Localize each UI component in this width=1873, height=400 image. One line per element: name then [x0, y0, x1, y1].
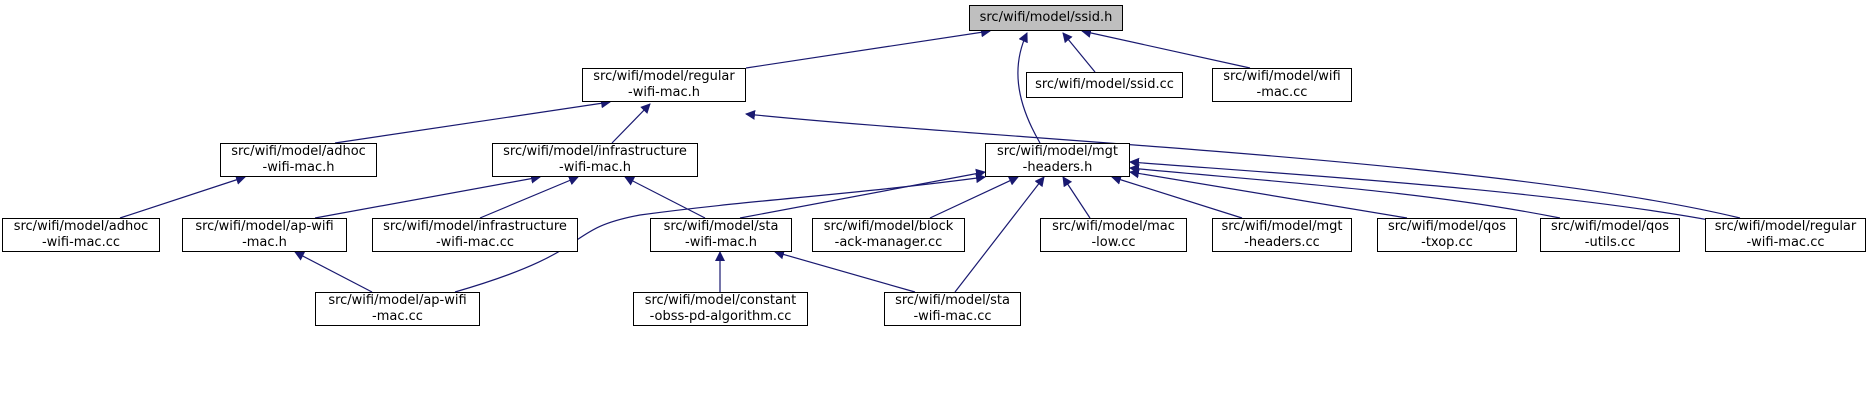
- edge-sta-cc-to-sta-h: [774, 249, 916, 293]
- node-mgt-headers-h[interactable]: src/wifi/model/mgt -headers.h: [985, 143, 1130, 177]
- edge-ap-h-to-infra-h: [314, 173, 541, 219]
- node-ap-wifi-mac-cc[interactable]: src/wifi/model/ap-wifi -mac.cc: [315, 292, 480, 326]
- edge-regular-cc-to-regular-h: [745, 109, 1741, 219]
- node-qos-txop-cc[interactable]: src/wifi/model/qos -txop.cc: [1377, 218, 1517, 252]
- node-regular-wifi-mac-cc[interactable]: src/wifi/model/regular -wifi-mac.cc: [1705, 218, 1866, 252]
- edge-adhoc-h-to-regular-h: [334, 98, 611, 144]
- edge-sta-h-to-mgt-h: [739, 168, 986, 219]
- node-ssid-cc[interactable]: src/wifi/model/ssid.cc: [1026, 72, 1183, 98]
- edge-maclow-cc-to-mgt-h: [1062, 176, 1091, 219]
- edge-mgt-cc-to-mgt-h: [1111, 174, 1243, 219]
- node-regular-wifi-mac-h[interactable]: src/wifi/model/regular -wifi-mac.h: [582, 68, 746, 102]
- edge-regular-h-to-ssid-h: [745, 27, 991, 69]
- edge-infra-h-to-regular-h: [611, 103, 651, 144]
- node-sta-wifi-mac-cc[interactable]: src/wifi/model/sta -wifi-mac.cc: [884, 292, 1021, 326]
- edge-ap-cc-to-mgt-h: [454, 173, 986, 293]
- node-block-ack-manager-cc[interactable]: src/wifi/model/block -ack-manager.cc: [812, 218, 965, 252]
- node-wifi-mac-cc[interactable]: src/wifi/model/wifi -mac.cc: [1212, 68, 1352, 102]
- node-infrastructure-wifi-mac-h[interactable]: src/wifi/model/infrastructure -wifi-mac.…: [492, 143, 698, 177]
- node-sta-wifi-mac-h[interactable]: src/wifi/model/sta -wifi-mac.h: [650, 218, 792, 252]
- edge-wifimac-cc-to-ssid-h: [1081, 28, 1251, 69]
- node-ssid-h: src/wifi/model/ssid.h: [969, 5, 1123, 31]
- edge-sta-h-to-infra-h: [624, 176, 706, 219]
- edge-mgt-h-to-ssid-h: [1017, 32, 1041, 144]
- edge-infra-cc-to-infra-h: [479, 175, 579, 219]
- node-mgt-headers-cc[interactable]: src/wifi/model/mgt -headers.cc: [1212, 218, 1352, 252]
- edge-regular-cc-to-mgt-h: [1129, 157, 1721, 223]
- edge-block-cc-to-mgt-h: [929, 176, 1019, 219]
- node-ap-wifi-mac-h[interactable]: src/wifi/model/ap-wifi -mac.h: [182, 218, 347, 252]
- node-adhoc-wifi-mac-cc[interactable]: src/wifi/model/adhoc -wifi-mac.cc: [2, 218, 160, 252]
- node-infrastructure-wifi-mac-cc[interactable]: src/wifi/model/infrastructure -wifi-mac.…: [372, 218, 578, 252]
- edge-txop-cc-to-mgt-h: [1129, 168, 1408, 219]
- edge-adhoc-cc-to-adhoc-h: [119, 175, 246, 219]
- node-constant-obss-pd-algorithm-cc[interactable]: src/wifi/model/constant -obss-pd-algorit…: [633, 292, 808, 326]
- node-qos-utils-cc[interactable]: src/wifi/model/qos -utils.cc: [1540, 218, 1680, 252]
- edge-ssid-cc-to-ssid-h: [1062, 32, 1096, 73]
- node-mac-low-cc[interactable]: src/wifi/model/mac -low.cc: [1040, 218, 1187, 252]
- edge-sta-cc-to-mgt-h: [954, 176, 1045, 293]
- node-adhoc-wifi-mac-h[interactable]: src/wifi/model/adhoc -wifi-mac.h: [220, 143, 377, 177]
- edge-qosutils-cc-to-mgt-h: [1129, 163, 1561, 219]
- edge-ap-cc-to-ap-h: [294, 251, 373, 293]
